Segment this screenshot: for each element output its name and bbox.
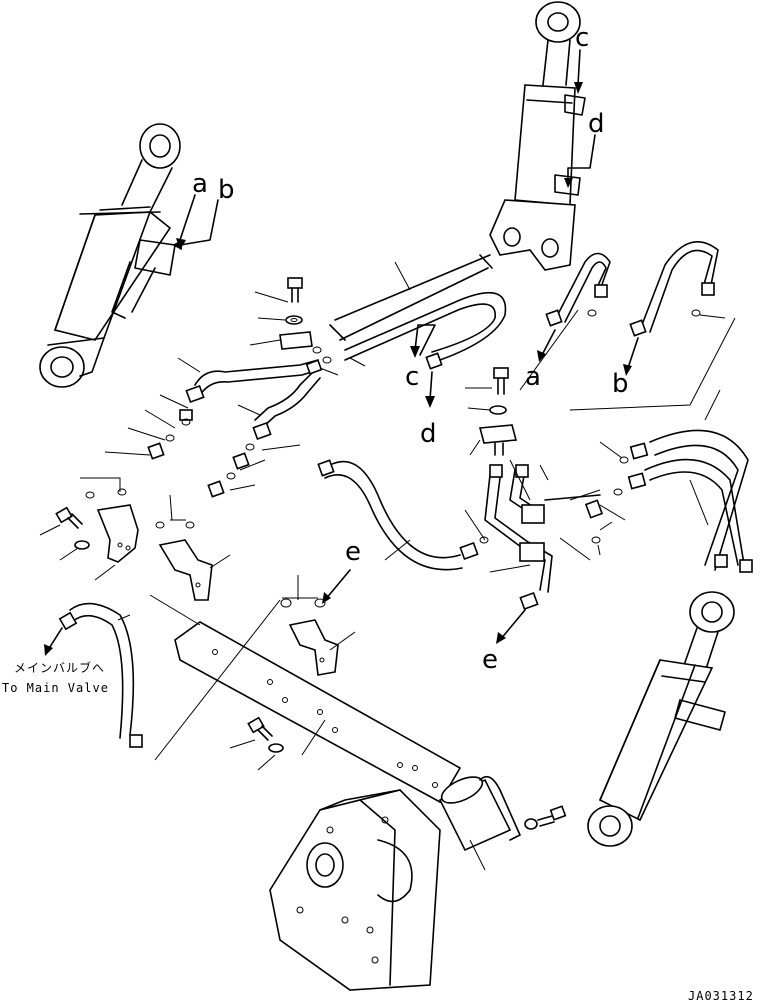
fittings bbox=[58, 282, 753, 748]
transmission-housing bbox=[269, 789, 441, 991]
callout-e-mid: e bbox=[345, 537, 361, 567]
callout-d-top: d bbox=[588, 109, 605, 139]
callout-a-mid: a bbox=[525, 362, 541, 392]
callout-e-bottom: e bbox=[482, 645, 498, 675]
callout-labels: a b c d c d a b e e bbox=[192, 23, 629, 675]
drawing-number: JA031312 bbox=[688, 989, 754, 1003]
callout-arrows bbox=[44, 49, 639, 656]
main-valve-label-jp: メインバルブへ bbox=[14, 660, 105, 675]
hoses bbox=[69, 241, 749, 746]
callout-c-mid: c bbox=[405, 362, 419, 392]
main-valve-note: メインバルブへ To Main Valve bbox=[2, 660, 109, 695]
callout-c-top: c bbox=[575, 23, 589, 53]
left-hydraulic-cylinder bbox=[39, 123, 181, 388]
o-rings bbox=[85, 309, 701, 608]
callout-d-mid: d bbox=[420, 419, 437, 449]
upper-hydraulic-cylinder bbox=[489, 1, 586, 271]
pivot-pin bbox=[438, 775, 521, 852]
callout-b-left: b bbox=[218, 175, 235, 205]
bolts-and-washers bbox=[55, 277, 567, 830]
leader-lines bbox=[39, 261, 736, 871]
main-valve-label-en: To Main Valve bbox=[2, 681, 109, 695]
rigid-tubes bbox=[194, 359, 601, 593]
callout-b-mid: b bbox=[612, 369, 629, 399]
right-hydraulic-cylinder bbox=[587, 591, 735, 847]
brackets bbox=[96, 504, 339, 676]
callout-a-left: a bbox=[192, 169, 208, 199]
